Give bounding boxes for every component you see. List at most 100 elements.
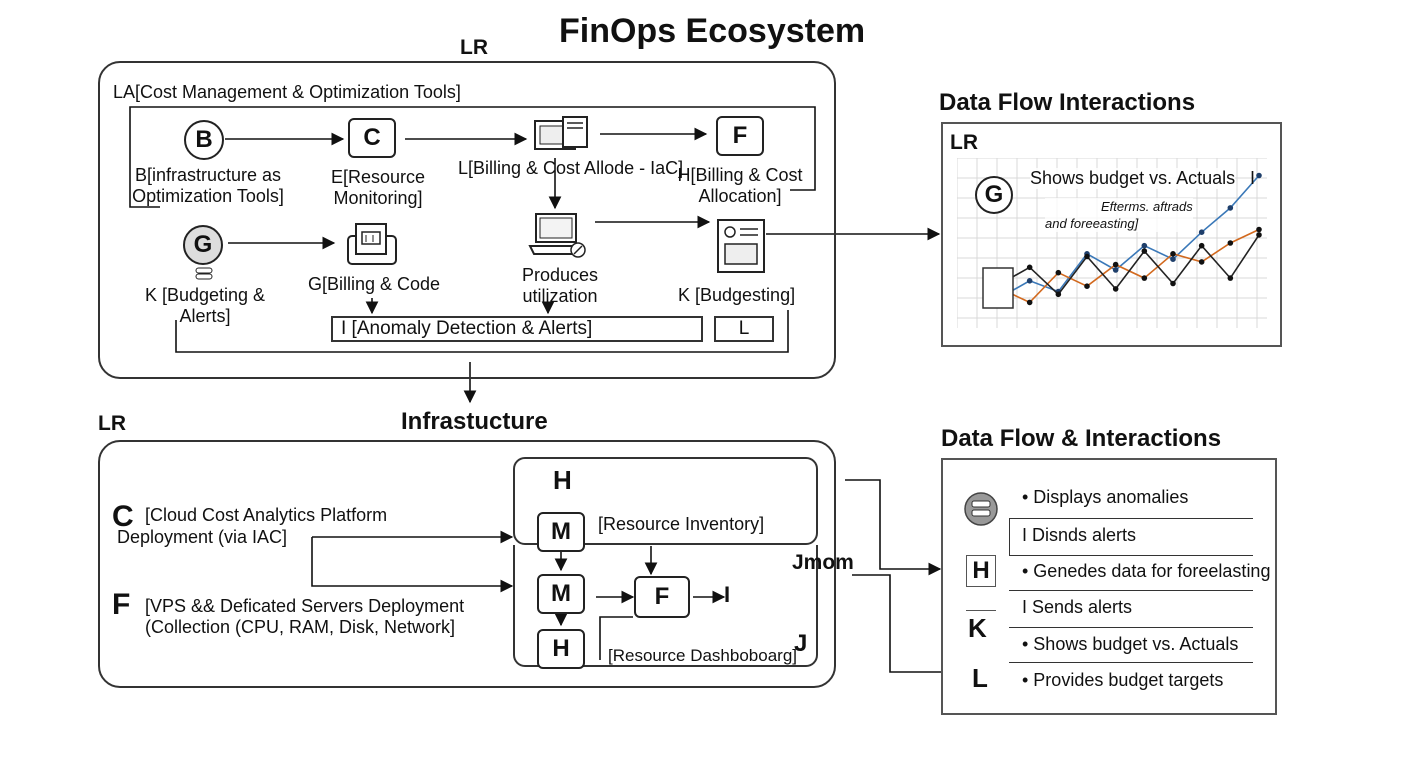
node-h-label: H[Billing & Cost Allocation] — [677, 165, 803, 206]
budget-chart — [957, 158, 1267, 328]
data-point — [1112, 261, 1119, 268]
data-point — [1256, 232, 1262, 238]
g-billing-label: G[Billing & Code — [308, 274, 441, 294]
chart-inset-box — [982, 267, 1014, 309]
chart-node-g: G — [975, 176, 1013, 214]
node-f-infra: F — [634, 576, 690, 618]
data-point — [1112, 286, 1119, 292]
node-m1: M — [537, 512, 585, 552]
chart-caption-mark: I — [1250, 168, 1256, 188]
data-point — [1170, 280, 1176, 287]
list-divider — [1009, 555, 1253, 556]
list-divider — [1009, 518, 1010, 556]
database-icon — [195, 267, 213, 281]
list-item: I Disnds alerts — [1022, 525, 1137, 545]
list-item: • Shows budget vs. Actuals — [1022, 634, 1239, 654]
data-point — [1198, 229, 1205, 235]
data-point — [1227, 275, 1234, 281]
node-h-bottom: H — [537, 629, 585, 669]
arrow-to-data-flow-bottom — [845, 479, 942, 576]
list-divider — [966, 610, 996, 611]
routing-line-bottom — [175, 310, 789, 353]
chart-annotation: Efterms. aftrads and foreeasting] — [1045, 198, 1193, 232]
data-flow-chart-frame — [941, 122, 1282, 347]
data-point — [1141, 248, 1148, 254]
resource-inventory-label: [Resource Inventory] — [598, 514, 765, 534]
node-c: C — [348, 118, 396, 158]
arrow-f-to-m — [311, 537, 514, 593]
data-flow-lr-label: LR — [950, 131, 978, 154]
list-divider — [1009, 627, 1253, 628]
k-budgeting-label: K [Budgesting] — [678, 285, 796, 305]
data-point — [1227, 240, 1234, 246]
infra-h-top: H — [553, 465, 572, 495]
data-point — [1026, 299, 1033, 306]
infrastructure-heading: Infrastucture — [401, 408, 548, 435]
cost-tools-header: LA[Cost Management & Optimization Tools] — [113, 82, 461, 102]
infra-f-line2: (Collection (CPU, RAM, Disk, Network] — [145, 617, 456, 637]
infra-lr-label: LR — [98, 412, 126, 435]
data-flow-list-frame — [941, 458, 1277, 715]
resource-dashboard-box — [513, 545, 818, 667]
list-item: I Sends alerts — [1022, 597, 1133, 617]
list-divider — [1009, 662, 1253, 663]
list-divider — [1009, 590, 1253, 591]
node-e-label: E[Resource Monitoring] — [330, 167, 426, 208]
infra-c-line1: [Cloud Cost Analytics Platform — [145, 505, 388, 525]
data-point — [1198, 259, 1205, 265]
data-flow-heading: Data Flow Interactions — [939, 89, 1196, 116]
data-point — [1141, 242, 1148, 249]
jmom-label: Jmom — [792, 551, 854, 574]
list-marker-l: L — [972, 663, 988, 693]
anomaly-detection-bar: I [Anomaly Detection & Alerts] — [331, 316, 703, 342]
node-b: B — [184, 120, 224, 160]
data-point — [1026, 278, 1033, 284]
series-line — [1000, 234, 1260, 296]
data-point — [1112, 267, 1119, 273]
data-point — [1198, 242, 1205, 249]
infra-f-letter: F — [112, 588, 131, 621]
list-marker-k: K — [968, 613, 987, 643]
data-point — [1256, 172, 1262, 179]
node-g: G — [183, 225, 223, 265]
infrastructure-panel — [98, 440, 836, 688]
top-lr-label: LR — [460, 36, 488, 59]
resource-inventory-box — [513, 457, 818, 545]
resource-dashboard-label: [Resource Dashboboarg] — [608, 646, 798, 665]
series-line — [1000, 228, 1260, 304]
list-item: • Provides budget targets — [1022, 670, 1224, 690]
list-item: • Genedes data for foreelasting — [1022, 561, 1271, 581]
data-point — [1170, 251, 1176, 257]
list-divider — [1009, 518, 1253, 519]
data-point — [1026, 264, 1033, 271]
routing-line-top — [129, 106, 816, 191]
series-line — [1000, 174, 1260, 298]
data-point — [1055, 269, 1062, 276]
page-title: FinOps Ecosystem — [559, 12, 866, 50]
computer-icon — [533, 115, 591, 155]
data-point — [1084, 253, 1090, 260]
node-m2: M — [537, 574, 585, 614]
document-icon — [346, 222, 398, 266]
node-b-label: B[infrastructure as Optimization Tools] — [132, 165, 284, 206]
node-j-infra: J — [794, 630, 808, 657]
data-flow-interactions-heading: Data Flow & Interactions — [941, 425, 1222, 452]
dashboard-icon — [716, 218, 766, 274]
data-point — [1084, 283, 1090, 289]
data-point — [1141, 275, 1148, 281]
data-point — [1227, 205, 1234, 211]
infra-c-letter: C — [112, 500, 134, 533]
chart-caption: Shows budget vs. Actuals — [1030, 168, 1236, 189]
data-point — [1055, 291, 1062, 298]
list-marker-h: H — [966, 555, 996, 587]
data-point — [1170, 256, 1176, 262]
infra-c-line2: Deployment (via IAC] — [117, 527, 288, 547]
infra-f-line1: [VPS && Deficated Servers Deployment — [145, 596, 465, 616]
l-billing-label: L[Billing & Cost Allode - IaC] — [458, 158, 684, 178]
cost-tools-panel — [98, 61, 836, 379]
node-k-label: K [Budgeting & Alerts] — [144, 285, 266, 326]
routing-line-jmom — [852, 574, 968, 673]
data-point — [1256, 226, 1262, 233]
node-f: F — [716, 116, 764, 156]
